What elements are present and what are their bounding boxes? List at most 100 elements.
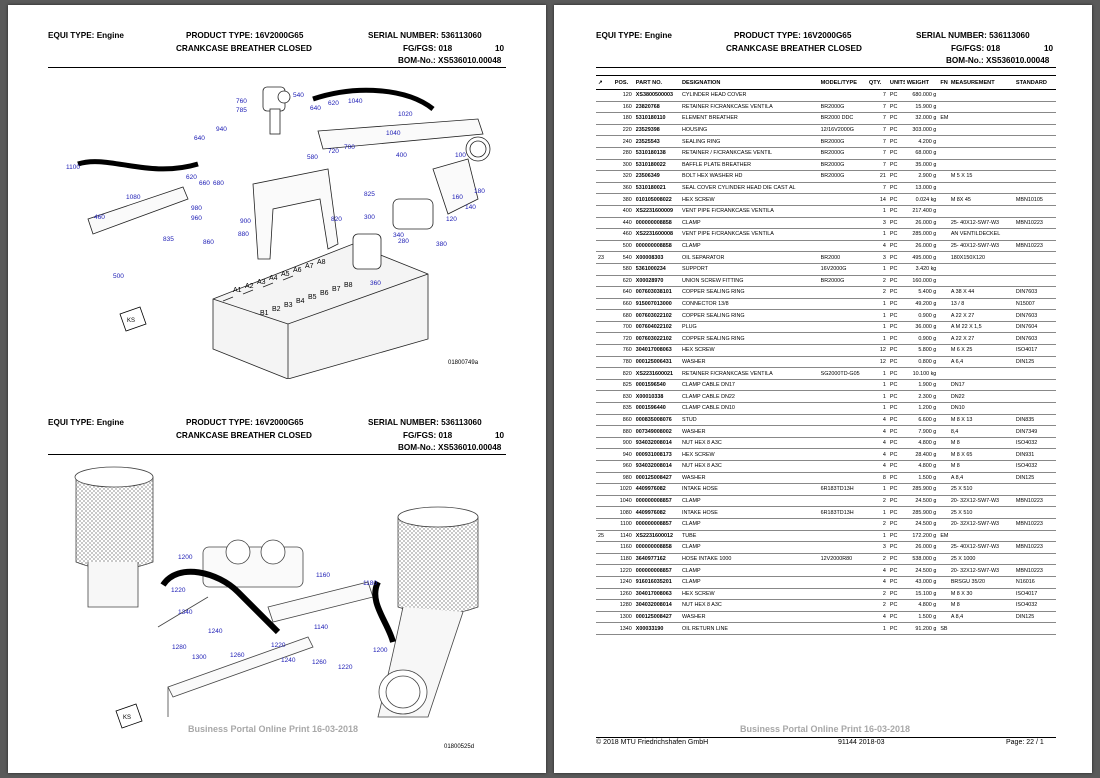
pos-cell: 1140: [612, 530, 634, 543]
designation-cell: ELEMENT BREATHER: [680, 112, 819, 125]
model-type-cell: [818, 530, 867, 543]
row-marker: [596, 506, 613, 519]
qty-cell: 1: [866, 205, 888, 218]
designation-cell: VENT PIPE F/CRANKCASE VENTILA: [680, 205, 819, 218]
col-fn: FN: [938, 75, 949, 90]
row-marker: [596, 205, 613, 218]
fn-cell: [938, 506, 949, 519]
qty-cell: 1: [866, 332, 888, 346]
qty-cell: 12: [866, 344, 888, 357]
standard-cell: [1013, 263, 1056, 276]
model-type-cell: [818, 205, 867, 218]
units-cell: PC: [887, 483, 905, 496]
standard-cell: N16016: [1013, 576, 1056, 589]
fn-cell: [938, 298, 949, 311]
row-marker: [596, 135, 613, 148]
watermark-right: Business Portal Online Print 16-03-2018: [740, 724, 911, 734]
part-no-cell: 23525543: [633, 135, 680, 148]
standard-cell: DIN125: [1013, 472, 1056, 485]
callout: 1340: [178, 609, 193, 616]
units-cell: PC: [887, 217, 905, 230]
weight-cell: 5.800 g: [904, 344, 939, 357]
designation-cell: HOUSING: [680, 124, 819, 137]
standard-cell: DIN7349: [1013, 425, 1056, 438]
part-no-cell: 304017008063: [633, 344, 680, 357]
fn-cell: EM: [938, 530, 949, 543]
row-marker: 23: [596, 251, 613, 264]
cyl-b1: B1: [260, 310, 269, 317]
callout: 1300: [192, 654, 207, 661]
fn-cell: [938, 205, 949, 218]
fn-cell: [938, 332, 949, 346]
fn-cell: [938, 414, 949, 427]
measurement-cell: A M 22 X 1,5: [948, 321, 1014, 334]
col-model-type: MODEL/TYPE: [818, 75, 867, 90]
callout: 1220: [338, 664, 353, 671]
weight-cell: 172.200 g: [904, 530, 939, 543]
row-marker: [596, 437, 613, 450]
weight-cell: 68.000 g: [904, 147, 939, 160]
measurement-cell: M 8: [948, 437, 1014, 450]
fn-cell: [938, 553, 949, 566]
measurement-cell: DN10: [948, 402, 1014, 415]
equi-type-label: EQUI TYPE: Engine: [48, 31, 124, 40]
pos-cell: 680: [612, 309, 634, 322]
cyl-a4: A4: [269, 275, 278, 282]
callout: 900: [240, 218, 251, 225]
qty-cell: 1: [866, 379, 888, 392]
callout: 640: [310, 105, 321, 112]
weight-cell: 43.000 g: [904, 576, 939, 589]
units-cell: PC: [887, 448, 905, 461]
weight-cell: 4.800 g: [904, 599, 939, 612]
fn-cell: SB: [938, 622, 949, 635]
callout: 820: [331, 216, 342, 223]
designation-cell: UNION SCREW FITTING: [680, 275, 819, 288]
col-standard: STANDARD: [1013, 75, 1056, 90]
cyl-a2: A2: [245, 283, 254, 290]
pos-cell: 780: [612, 356, 634, 369]
cyl-a1: A1: [233, 287, 242, 294]
units-cell: PC: [887, 332, 905, 346]
callout: 500: [113, 273, 124, 280]
measurement-cell: 13 / 8: [948, 298, 1014, 311]
qty-cell: 4: [866, 564, 888, 577]
pos-cell: 460: [612, 228, 634, 241]
callout: 700: [344, 144, 355, 151]
qty-cell: 7: [866, 147, 888, 160]
standard-cell: ISO4032: [1013, 460, 1056, 473]
measurement-cell: M 8X 45: [948, 193, 1014, 206]
header-rule: [48, 454, 506, 455]
standard-cell: DIN7603: [1013, 332, 1056, 346]
weight-cell: 0.900 g: [904, 332, 939, 346]
footer-page-number: Page: 22 / 1: [1006, 739, 1044, 746]
designation-cell: CLAMP: [680, 541, 819, 554]
part-no-cell: 000125006431: [633, 356, 680, 369]
equi-type-label: EQUI TYPE: Engine: [48, 418, 124, 427]
pos-cell: 380: [612, 193, 634, 206]
subtitle: CRANKCASE BREATHER CLOSED: [726, 44, 862, 53]
standard-cell: [1013, 367, 1056, 380]
model-type-cell: [818, 425, 867, 438]
cyl-b7: B7: [332, 286, 341, 293]
weight-cell: 303.000 g: [904, 124, 939, 137]
standard-cell: [1013, 275, 1056, 288]
row-marker: [596, 611, 613, 624]
measurement-cell: 25 X 510: [948, 483, 1014, 496]
measurement-cell: 180X150X120: [948, 251, 1014, 264]
part-no-cell: 007349008002: [633, 425, 680, 438]
standard-cell: N15007: [1013, 298, 1056, 311]
serial-number: SERIAL NUMBER: 536113060: [368, 418, 482, 427]
qty-cell: 12: [866, 356, 888, 369]
cyl-b4: B4: [296, 298, 305, 305]
row-marker: [596, 240, 613, 253]
pos-cell: 1280: [612, 599, 634, 612]
designation-cell: CLAMP: [680, 564, 819, 577]
standard-cell: ISO4032: [1013, 437, 1056, 450]
part-no-cell: 5310180021: [633, 182, 680, 195]
